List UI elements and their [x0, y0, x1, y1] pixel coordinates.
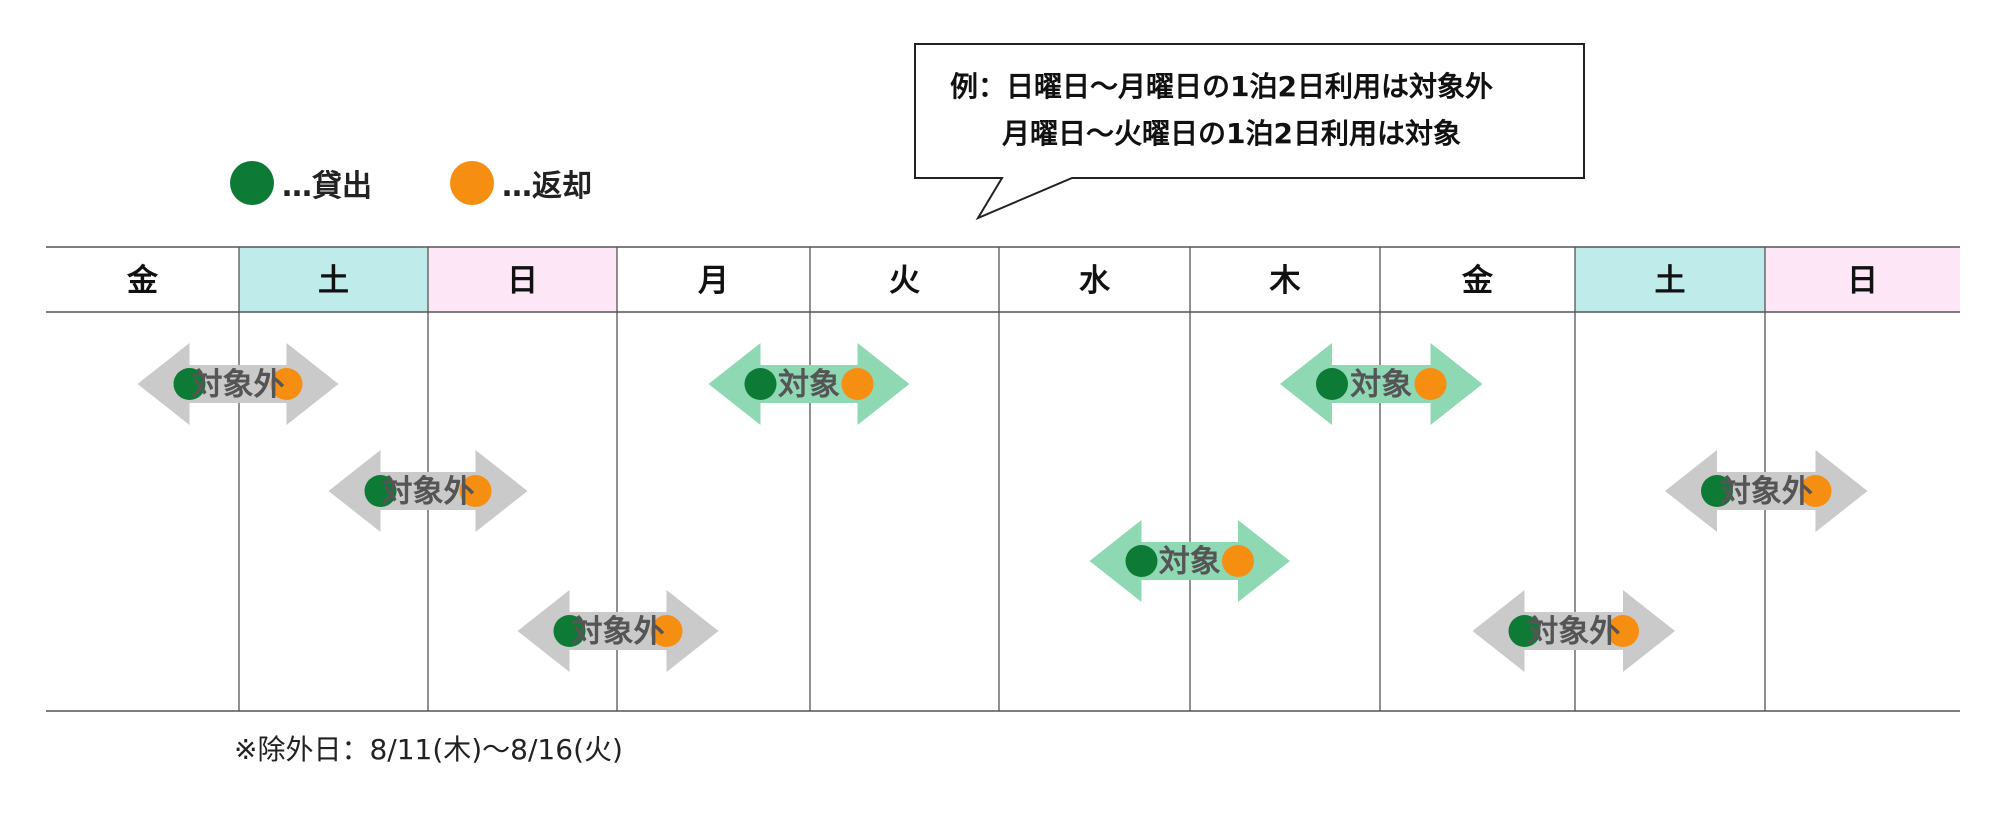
day-header-bg-sunday [428, 247, 617, 312]
day-header-backgrounds [239, 247, 1960, 312]
return-marker-icon [450, 161, 494, 205]
lend-marker-icon [1701, 475, 1733, 507]
rental-arrow-label: 対象 [1159, 544, 1221, 580]
legend-return-label: …返却 [502, 169, 592, 204]
lend-marker-icon [1508, 615, 1541, 647]
ineligible-rental-arrow: 対象外 [137, 343, 339, 425]
day-header-label: 日 [1847, 263, 1878, 299]
lend-marker-icon [364, 475, 397, 507]
rental-arrow-label: 対象外 [192, 367, 285, 403]
lend-marker-icon [553, 615, 586, 647]
rental-arrow-label: 対象外 [1527, 614, 1620, 650]
return-marker-icon [270, 368, 303, 400]
day-header-label: 日 [507, 263, 538, 299]
eligible-rental-arrow: 対象 [1280, 343, 1483, 425]
day-header-label: 金 [126, 263, 159, 299]
rental-arrow-label: 対象 [778, 367, 840, 403]
day-header-label: 水 [1079, 263, 1111, 299]
rental-arrow-label: 対象外 [382, 474, 475, 510]
return-marker-icon [1799, 475, 1832, 507]
lend-marker-icon [230, 161, 274, 205]
eligible-rental-arrow: 対象 [708, 343, 910, 425]
double-arrow-shape [1089, 520, 1290, 602]
rental-arrow-label: 対象 [1350, 367, 1412, 403]
return-marker-icon [1607, 615, 1639, 647]
day-header-label: 木 [1269, 263, 1301, 299]
double-arrow-shape [328, 450, 528, 532]
day-header-label: 土 [318, 263, 349, 299]
return-marker-icon [1414, 368, 1447, 400]
double-arrow-shape [137, 343, 339, 425]
day-header-bg-saturday [1575, 247, 1765, 312]
day-header-bg-sunday [1765, 247, 1960, 312]
callout-bubble [914, 43, 1585, 221]
legend-lend-label: …貸出 [282, 169, 372, 204]
lend-marker-icon [1316, 368, 1348, 400]
lend-marker-icon [744, 368, 777, 400]
double-arrow-shape [1665, 450, 1868, 532]
double-arrow-shape [517, 590, 719, 672]
lend-marker-icon [173, 368, 206, 400]
day-header-label: 火 [889, 263, 920, 299]
exclusion-footnote: ※除外日：8/11(木)〜8/16(火) [234, 733, 623, 766]
grid-lines [46, 246, 1960, 712]
legend: …貸出 …返却 [230, 161, 592, 205]
callout-line-2: 月曜日〜火曜日の1泊2日利用は対象 [1001, 117, 1461, 150]
day-header-label: 月 [698, 263, 729, 299]
rental-arrow-label: 対象外 [1720, 474, 1813, 510]
example-callout: 例：日曜日〜月曜日の1泊2日利用は対象外 月曜日〜火曜日の1泊2日利用は対象 [914, 43, 1585, 221]
day-header-label: 金 [1461, 263, 1494, 299]
return-marker-icon [841, 368, 874, 400]
double-arrow-shape [1280, 343, 1483, 425]
double-arrow-shape [708, 343, 910, 425]
eligible-rental-arrow: 対象 [1089, 520, 1290, 602]
return-marker-icon [1222, 545, 1254, 577]
return-marker-icon [650, 615, 683, 647]
day-header-bg-saturday [239, 247, 428, 312]
ineligible-rental-arrow: 対象外 [1472, 590, 1675, 672]
ineligible-rental-arrow: 対象外 [517, 590, 719, 672]
day-header-label: 土 [1655, 263, 1686, 299]
day-header-labels: 金土日月火水木金土日 [126, 263, 1878, 299]
ineligible-rental-arrow: 対象外 [1665, 450, 1868, 532]
double-arrow-shape [1472, 590, 1675, 672]
return-marker-icon [459, 475, 492, 507]
rental-arrow-label: 対象外 [572, 614, 665, 650]
callout-line-1: 例：日曜日〜月曜日の1泊2日利用は対象外 [950, 70, 1493, 103]
lend-marker-icon [1125, 545, 1158, 577]
calendar-grid: 金土日月火水木金土日 [46, 246, 1960, 712]
ineligible-rental-arrow: 対象外 [328, 450, 528, 532]
